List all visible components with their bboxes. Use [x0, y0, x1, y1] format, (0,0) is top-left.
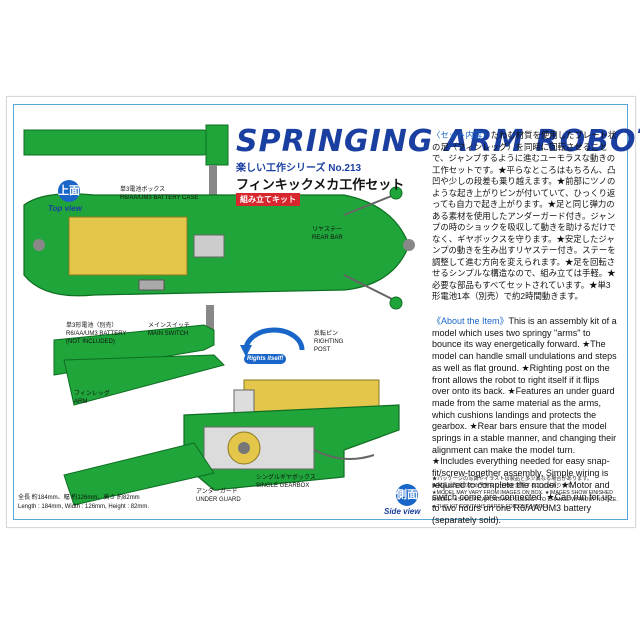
japanese-description: 〈セット内容〉たわむ材質を使用したプレート状の足（フィンレッグ）を同時に回転させ…: [432, 130, 618, 303]
note-3: ★MODEL MAY VARY FROM IMAGES ON BOX. ★IMA…: [432, 490, 618, 510]
japanese-desc-heading: 〈セット内容〉: [432, 130, 491, 140]
english-desc-body: This is an assembly kit of a model which…: [432, 316, 617, 525]
note-1: ★パッケージの写真やイラストは製品と多少異なる場合があります。: [432, 476, 593, 482]
label-battery-case: 単3電池ボックス R6/AA/UM3 BATTERY CASE: [120, 187, 199, 201]
top-view-badge: 上面: [58, 180, 80, 202]
series-number: 楽しい工作シリーズ No.213: [236, 163, 362, 174]
notes: ★パッケージの写真やイラストは製品と多少異なる場合があります。 ★製品は改良のた…: [432, 476, 622, 511]
side-view-label: Side view: [384, 507, 421, 516]
side-view-badge: 側面: [396, 484, 418, 506]
robot-illustration: [23, 124, 415, 506]
label-under-guard: アンダーガード UNDER GUARD: [196, 489, 241, 503]
japanese-desc-body: たわむ材質を使用したプレート状の足（フィンレッグ）を同時に回転させることで、ジャ…: [432, 130, 617, 301]
kit-badge: 組み立てキット: [236, 193, 300, 206]
note-2: ★製品は改良のため予告なく仕様を変更することがあります。: [432, 483, 577, 489]
dimensions: 全長 約184mm、幅 約126mm、高さ 約82mm Length : 184…: [18, 494, 149, 512]
english-desc-heading: 《About the Item》: [432, 316, 509, 326]
label-arm: フィンレッグ ARM: [74, 391, 110, 405]
label-battery: 単3形電池（別売） R6/AA/UM3 BATTERY (NOT INCLUDE…: [66, 323, 127, 345]
japanese-title: フィンキックメカ工作セット: [236, 177, 405, 192]
dimensions-en: Length : 184mm, Width : 126mm, Height : …: [18, 504, 150, 510]
side-view-robot: [63, 354, 400, 506]
panel-border: [13, 104, 628, 520]
dimensions-jp: 全長 約184mm、幅 約126mm、高さ 約82mm: [18, 495, 140, 501]
top-view-label: Top view: [48, 204, 82, 213]
english-description: 《About the Item》This is an assembly kit …: [432, 316, 618, 527]
label-rear-bar: リヤステー REAR BAR: [312, 227, 343, 241]
label-gearbox: シングルギヤボックス SINGLE GEARBOX: [256, 475, 316, 489]
rights-itself-arrow: [240, 327, 305, 357]
label-main-switch: メインスイッチ MAIN SWITCH: [148, 323, 190, 337]
product-title: SPRINGING ARM ROBOT: [236, 124, 640, 159]
label-rights-itself: Rights itself!: [244, 354, 287, 364]
label-righting-post: 反転ピン RIGHTING POST: [314, 331, 344, 353]
